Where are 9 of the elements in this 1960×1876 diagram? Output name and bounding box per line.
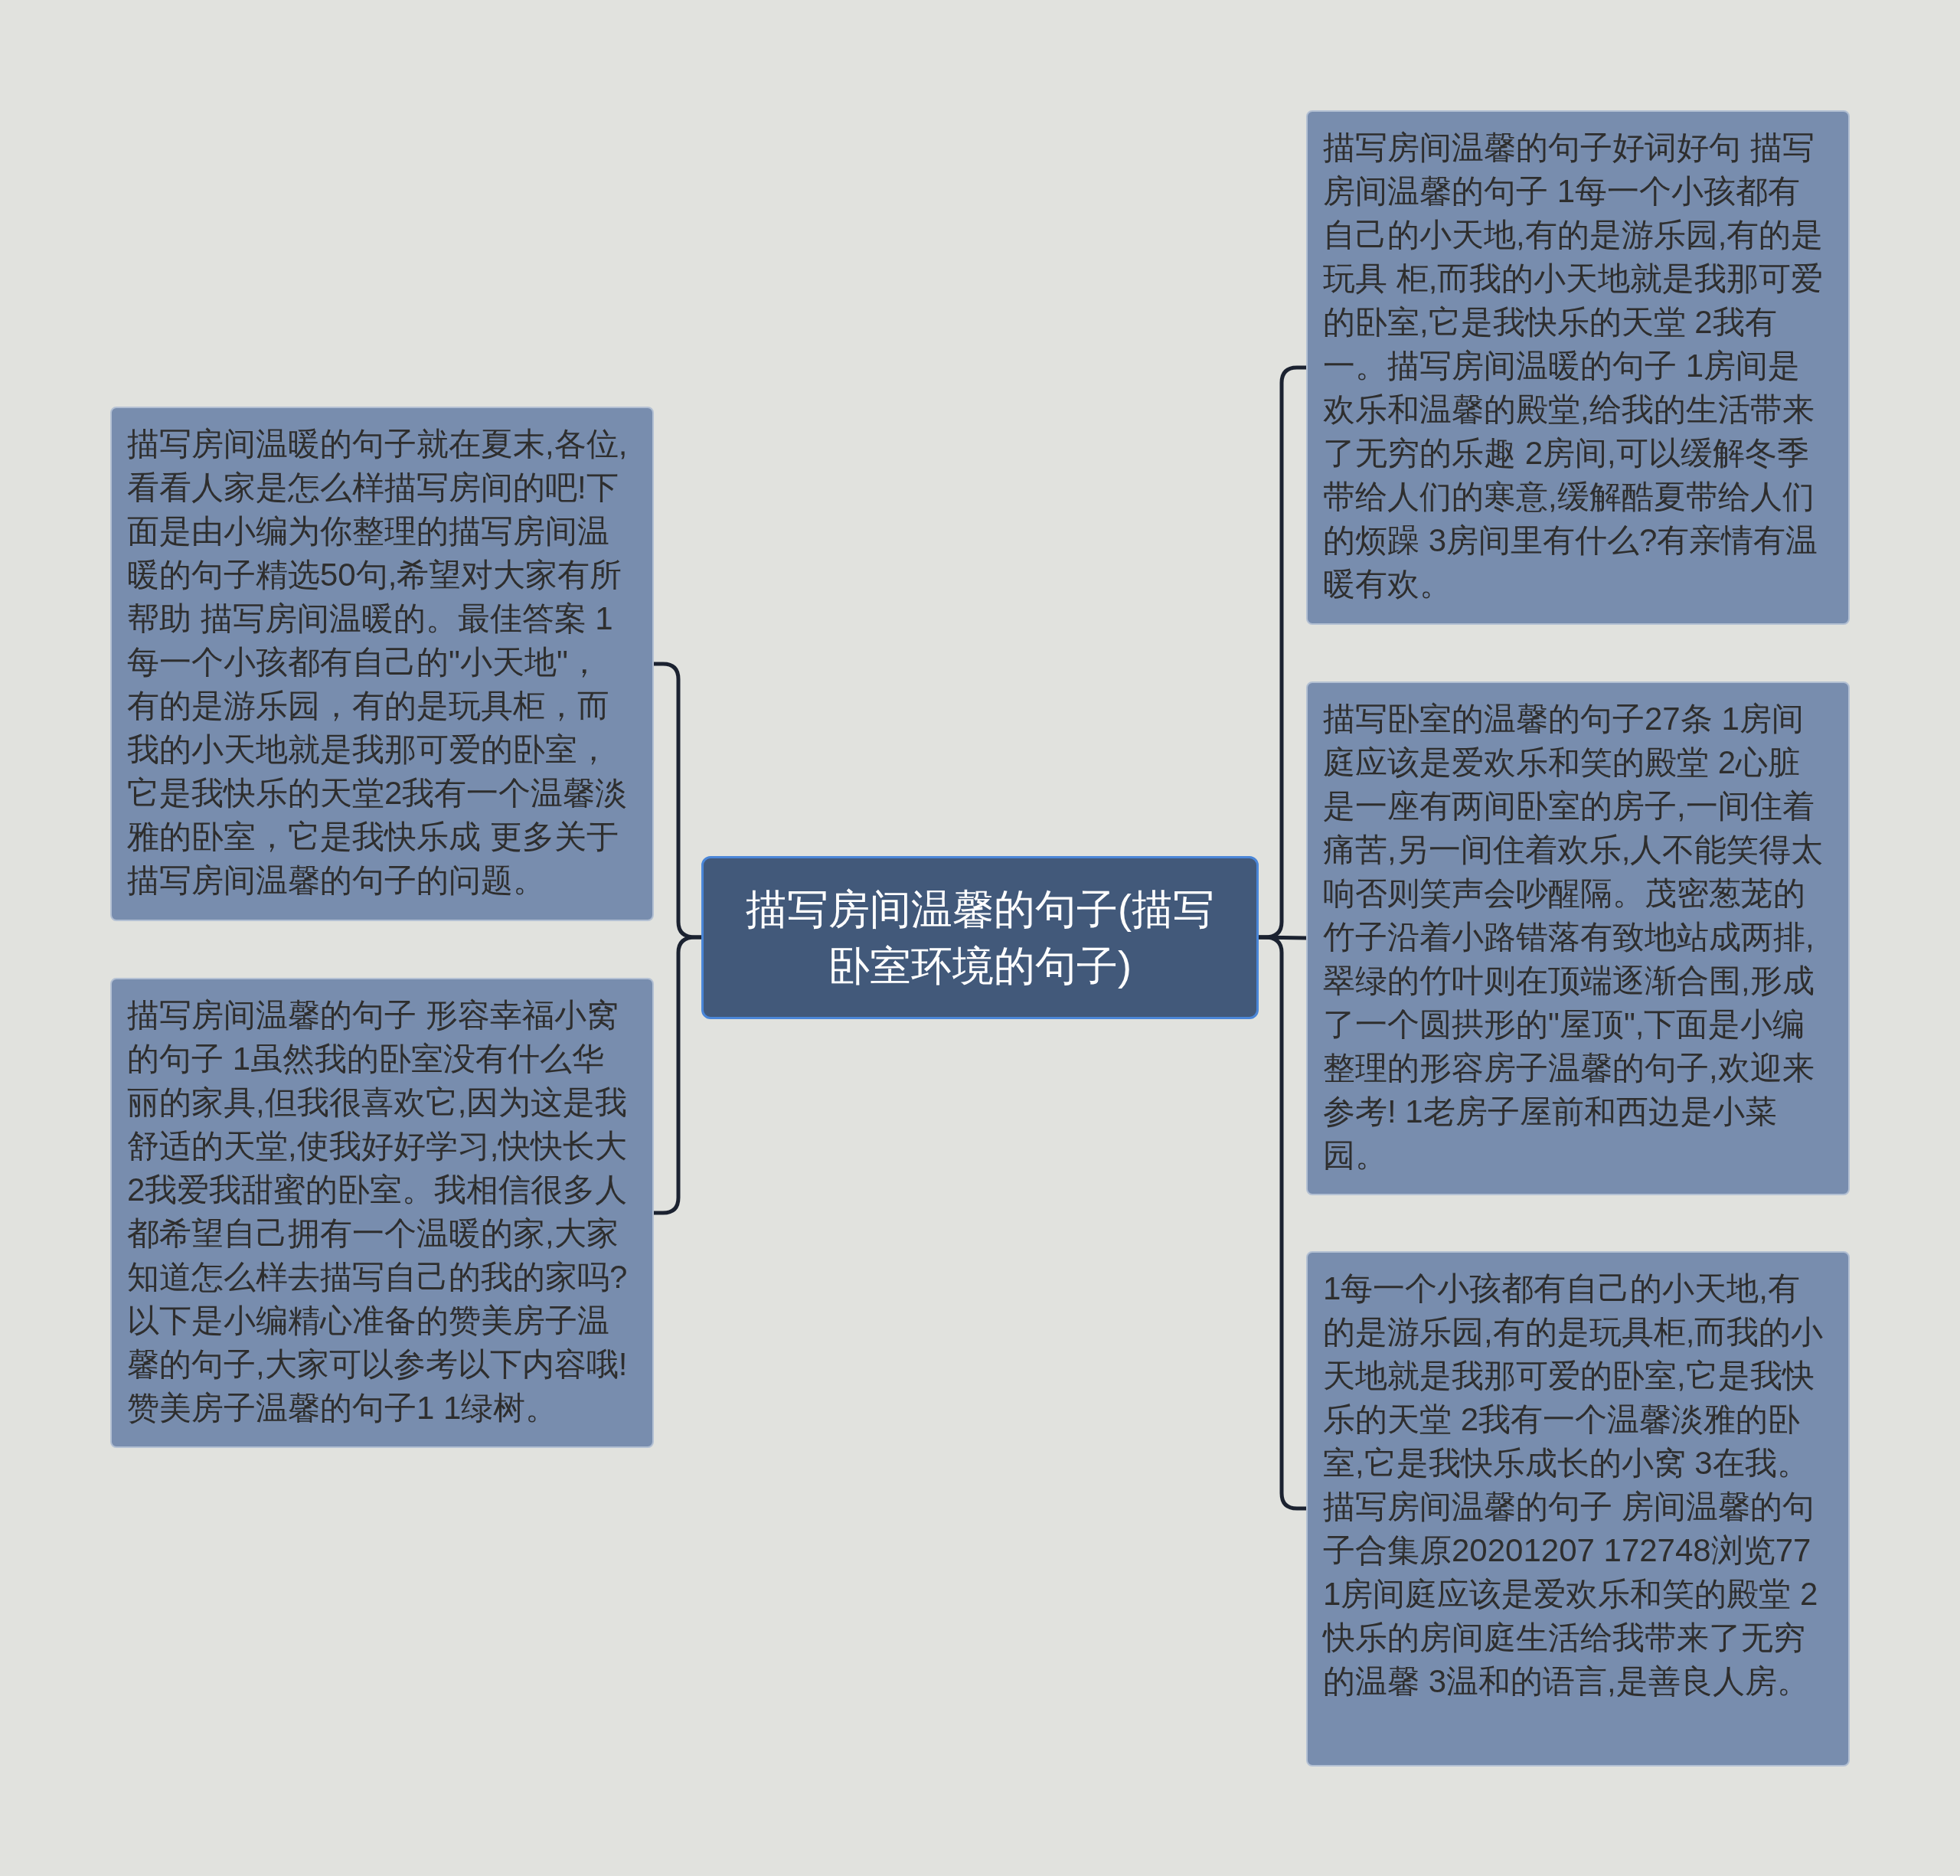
note-text: 1每一个小孩都有自己的小天地,有的是游乐园,有的是玩具柜,而我的小天地就是我那可爱的卧室,它是我快乐的天堂 2我有一个温馨淡雅的卧室,它是我快乐成长的小窝 3在我。描写房间温馨的句子 房间温馨的句子合集原20201207 172748浏览77 1房间庭应该是爱欢乐和笑的殿堂 2快乐的房间庭生活给我带来了无穷的温馨 3温和的语言,是善良人房。	[1323, 1269, 1824, 1701]
note-text: 描写房间温馨的句子好词好句 描写房间温馨的句子 1每一个小孩都有自己的小天地,有的是游乐园,有的是玩具 柜,而我的小天地就是我那可爱的卧室,它是我快乐的天堂 2我有一。描写房间温暖的句子 1房间是欢乐和温馨的殿堂,给我的生活带来了无穷的乐趣 2房间,可以缓解冬季带给人们的寒意,缓解酷夏带给人们的烦躁 3房间里有什么?有亲情有温暖有欢。	[1323, 129, 1824, 603]
subtopic-box	[1306, 1250, 1850, 1767]
note-text: 描写房间温馨的句子 形容幸福小窝的句子 1虽然我的卧室没有什么华丽的家具,但我很喜欢它,因为这是我舒适的天堂,使我好好学习,快快长大 2我爱我甜蜜的卧室。我相信很多人都希望自己拥有一个温暖的家,大家知道怎么样去描写自己的我的家吗?以下是小编精心准备的赞美房子温馨的句子,大家可以参考以下内容哦! 赞美房子温馨的句子1 1绿树。	[127, 996, 629, 1427]
subtopic-box	[110, 978, 654, 1448]
note-text: 描写房间温暖的句子就在夏末,各位,看看人家是怎么样描写房间的吧!下面是由小编为你整理的描写房间温暖的句子精选50句,希望对大家有所帮助 描写房间温暖的。最佳答案 1每一个小孩都有自己的"小天地"，有的是游乐园，有的是玩具柜，而我的小天地就是我那可爱的卧室，它是我快乐的天堂2我有一个温馨淡雅的卧室，它是我快乐成 更多关于描写房间温馨的句子的问题。	[127, 425, 629, 900]
note-text: 描写卧室的温馨的句子27条 1房间庭应该是爱欢乐和笑的殿堂 2心脏是一座有两间卧室的房子,一间住着痛苦,另一间住着欢乐,人不能笑得太响否则笑声会吵醒隔。茂密葱茏的竹子沿着小路错落有致地站成两排,翠绿的竹叶则在顶端逐渐合围,形成了一个圆拱形的"屋顶",下面是小编整理的形容房子温馨的句子,欢迎来参考! 1老房子屋前和西边是小菜园。	[1323, 699, 1824, 1175]
topic-text: 描写房间温馨的句子(描写卧室环境的句子)	[745, 885, 1215, 990]
central-topic-box	[701, 855, 1259, 1019]
